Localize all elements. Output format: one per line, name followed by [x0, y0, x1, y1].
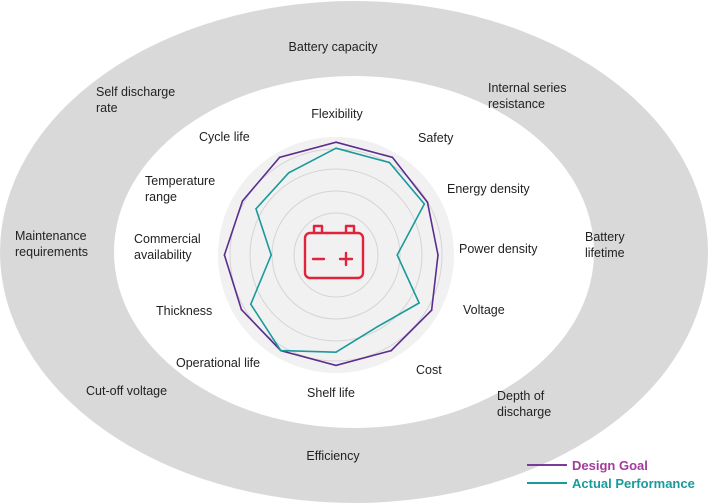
- radar-background: [218, 137, 454, 373]
- axis-label-commercial-availability: Commercial availability: [134, 232, 201, 262]
- data-point-power-density: [396, 254, 399, 256]
- label-depth-of-discharge: Depth of discharge: [497, 389, 552, 419]
- data-point-cycle-life: [287, 172, 290, 174]
- data-point-flexibility: [335, 147, 337, 149]
- legend-item-actual-performance: Actual Performance: [527, 474, 695, 492]
- data-point-commercial-availability: [223, 254, 226, 256]
- data-point-thickness: [240, 308, 243, 311]
- data-point-thickness: [249, 303, 252, 306]
- data-point-shelf-life: [335, 364, 337, 367]
- axis-label-thickness: Thickness: [156, 304, 213, 318]
- data-point-cost: [390, 349, 393, 352]
- data-point-power-density: [437, 254, 439, 256]
- axis-label-voltage: Voltage: [463, 303, 505, 317]
- axis-label-cost: Cost: [416, 363, 442, 377]
- grid-ring: [293, 212, 379, 298]
- label-battery-capacity: Battery capacity: [288, 40, 378, 54]
- data-point-commercial-availability: [270, 254, 273, 256]
- axis-label-power-density: Power density: [459, 242, 538, 256]
- axis-label-temperature-range: Temperature range: [145, 174, 216, 204]
- axis-label-shelf-life: Shelf life: [307, 386, 355, 400]
- data-point-cost: [376, 325, 379, 328]
- axis-label-safety: Safety: [418, 131, 454, 145]
- legend: Design Goal Actual Performance: [527, 456, 695, 492]
- label-battery-lifetime: Battery lifetime: [585, 230, 625, 260]
- data-point-voltage: [418, 302, 420, 304]
- grid-ring: [249, 168, 423, 342]
- data-point-voltage: [430, 309, 433, 312]
- axis-label-energy-density: Energy density: [447, 182, 530, 196]
- axis-label-cycle-life: Cycle life: [199, 130, 250, 144]
- battery-icon: [303, 224, 365, 280]
- legend-item-design-goal: Design Goal: [527, 456, 695, 474]
- data-point-safety: [388, 161, 391, 164]
- data-point-cycle-life: [278, 156, 281, 159]
- data-point-flexibility: [335, 141, 337, 143]
- data-point-operational-life: [280, 349, 282, 352]
- data-point-temperature-range: [255, 208, 257, 210]
- axis-label-flexibility: Flexibility: [311, 107, 363, 121]
- data-point-temperature-range: [241, 200, 244, 202]
- data-point-safety: [391, 156, 394, 159]
- label-self-discharge-rate: Self discharge rate: [96, 85, 176, 115]
- legend-line-design: [527, 464, 567, 466]
- legend-label-actual: Actual Performance: [572, 475, 695, 491]
- legend-line-actual: [527, 482, 567, 484]
- label-internal-series-resistance: Internal series resistance: [488, 81, 567, 111]
- label-cut-off-voltage: Cut-off voltage: [86, 384, 168, 398]
- data-point-energy-density: [426, 201, 429, 203]
- label-efficiency: Efficiency: [306, 449, 360, 463]
- data-point-shelf-life: [335, 351, 337, 354]
- label-maintenance-requirements: Maintenance requirements: [15, 229, 88, 259]
- axis-label-operational-life: Operational life: [176, 356, 261, 370]
- legend-label-design: Design Goal: [572, 457, 648, 473]
- data-point-energy-density: [423, 203, 426, 205]
